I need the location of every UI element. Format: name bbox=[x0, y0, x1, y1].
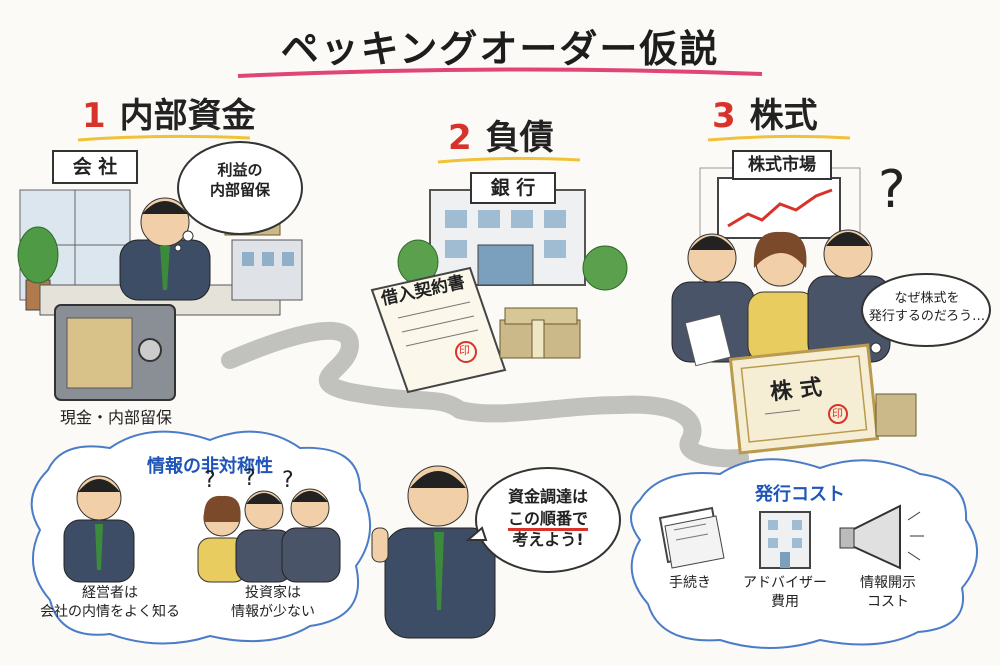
page-title: ペッキングオーダー仮説 bbox=[280, 27, 720, 71]
documents-icon bbox=[658, 506, 725, 569]
underline-1 bbox=[77, 134, 251, 142]
section-2-label: 負債 bbox=[485, 118, 554, 158]
cost-item-disclosure: 情報開示 コスト bbox=[860, 575, 916, 610]
manager-icon bbox=[63, 475, 135, 583]
bank-building-icon bbox=[429, 189, 586, 286]
speech-line-2: この順番で bbox=[507, 508, 588, 531]
winding-path bbox=[221, 321, 749, 468]
businessman-manager-icon bbox=[119, 197, 211, 301]
retained-earnings-thought: 利益の 内部留保 bbox=[209, 161, 270, 200]
speech-line-3: 考えよう! bbox=[512, 530, 584, 550]
section-2-header: 2 負債 bbox=[448, 110, 554, 159]
question-icon-3: ? bbox=[282, 468, 294, 493]
investors-caption: 投資家は 情報が少ない bbox=[231, 585, 315, 620]
speech-bubble bbox=[465, 467, 621, 573]
section-3-number: 3 bbox=[712, 96, 736, 136]
manager-caption: 経営者は 会社の内情をよく知る bbox=[40, 585, 180, 620]
thought-cloud-1 bbox=[174, 141, 303, 252]
section-1-header: 1 内部資金 bbox=[82, 88, 256, 137]
underline-3 bbox=[707, 134, 851, 142]
speech-line-1: 資金調達は bbox=[507, 487, 588, 506]
cost-item-advisor: アドバイザー 費用 bbox=[743, 575, 827, 610]
certificate-stamp: 印 bbox=[832, 407, 843, 420]
question-icon-1: ? bbox=[204, 468, 216, 493]
equity-thought: なぜ株式を 発行するのだろう… bbox=[868, 291, 986, 325]
section-1-label: 内部資金 bbox=[119, 96, 256, 136]
speech-bubble-text: 資金調達は この順番で 考えよう! bbox=[488, 486, 608, 551]
certificate-title: 株 式 bbox=[769, 375, 824, 406]
underline-2 bbox=[437, 156, 581, 164]
section-3-label: 株式 bbox=[749, 96, 818, 136]
presenter-icon bbox=[371, 465, 496, 639]
stock-board bbox=[717, 177, 841, 239]
investor-woman-icon bbox=[747, 231, 817, 363]
contract-document-icon bbox=[370, 266, 507, 394]
bush-right bbox=[582, 245, 628, 291]
stock-certificate-icon bbox=[728, 343, 880, 455]
building-icon bbox=[759, 511, 811, 569]
section-2-number: 2 bbox=[448, 118, 472, 158]
bank-sign: 銀 行 bbox=[470, 172, 556, 204]
question-mark-icon: ? bbox=[878, 160, 906, 220]
section-1-number: 1 bbox=[82, 96, 106, 136]
investors-group-icon bbox=[197, 488, 341, 583]
contract-stamp: 印 bbox=[459, 344, 470, 357]
cash-bundle-icon bbox=[499, 307, 581, 359]
cash-bundle-equity-icon bbox=[875, 393, 917, 437]
safe-icon bbox=[54, 304, 176, 401]
investor-man-left-icon bbox=[671, 233, 755, 367]
costs-title: 発行コスト bbox=[755, 484, 845, 505]
asymmetry-title: 情報の非対称性 bbox=[147, 456, 273, 477]
question-icon-2: ? bbox=[244, 466, 256, 491]
company-sign: 会 社 bbox=[52, 150, 138, 184]
cash-retained-caption: 現金・内部留保 bbox=[60, 408, 173, 427]
section-3-header: 3 株式 bbox=[712, 88, 818, 137]
stock-market-sign: 株式市場 bbox=[732, 150, 832, 180]
megaphone-icon bbox=[839, 504, 924, 570]
cost-item-procedures: 手続き bbox=[669, 575, 711, 591]
title-underline bbox=[237, 67, 763, 78]
stock-chart-line bbox=[727, 188, 833, 228]
office-building-small bbox=[231, 239, 303, 301]
